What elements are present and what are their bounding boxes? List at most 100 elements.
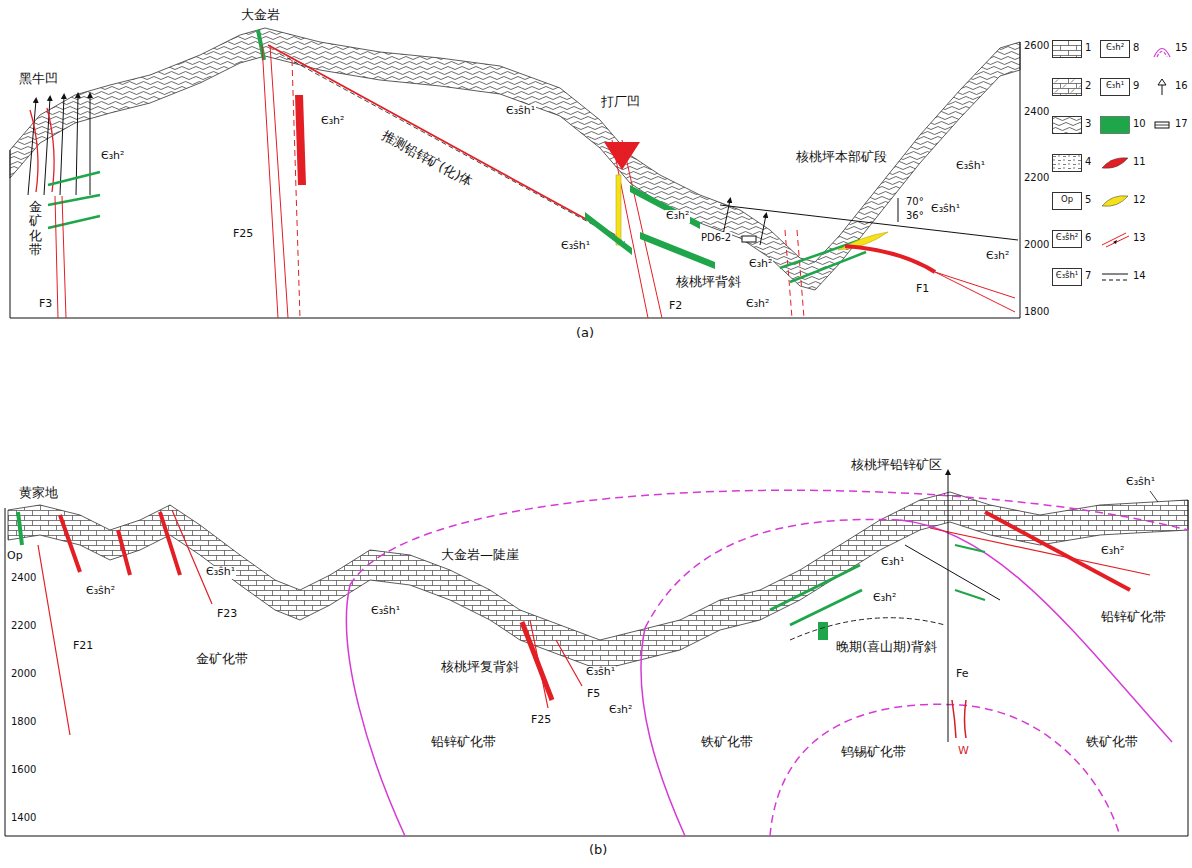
zone-boundary-inferred [645, 519, 900, 628]
formation-code: Є₃ŝh¹ [585, 666, 616, 679]
dip-angle: 36° [905, 210, 925, 222]
ore-body-note: 推测铅锌矿(化)体 [378, 128, 476, 191]
legend-item: 17 [1152, 116, 1188, 134]
legend-number: 9 [1133, 80, 1139, 92]
elevation-tick: 2000 [10, 668, 37, 680]
legend-sample [1157, 52, 1167, 58]
zone-boundary [641, 628, 685, 836]
legend-number: 14 [1133, 270, 1146, 282]
legend-number: 3 [1085, 118, 1091, 130]
adit-name: PD6-2 [700, 232, 732, 244]
lead-zinc-ore-body [522, 622, 552, 700]
legend-sample [1154, 49, 1170, 58]
fault-line-dashed [785, 230, 804, 318]
zone-boundary [346, 585, 405, 836]
formation-code: Є₃h² [745, 298, 770, 311]
zone-boundary [900, 520, 1172, 742]
lead-zinc-ore-body [295, 95, 306, 185]
fault-name: F3 [38, 298, 53, 311]
formation-code: Є₃h² [872, 592, 897, 605]
green-ore-body [585, 185, 715, 269]
legend-sample [1053, 155, 1082, 172]
fault-name: F1 [915, 283, 930, 296]
section-frame [10, 42, 1020, 318]
legend-number: 13 [1133, 232, 1146, 244]
zone-name: 铅锌矿化带 [1100, 610, 1167, 625]
fault-name: F2 [668, 300, 683, 313]
legend-number: 10 [1133, 118, 1146, 130]
formation-code: Є₃ŝh¹ [930, 203, 961, 216]
elevation-tick: 2000 [1023, 239, 1050, 251]
elevation-tick: 1600 [10, 764, 37, 776]
elevation-tick: 2200 [1023, 172, 1050, 184]
elevation-tick: 2200 [10, 620, 37, 632]
legend-sample [1053, 193, 1082, 210]
zone-name: 金矿化带 [28, 200, 43, 257]
formation-code: Є₃ŝh¹ [205, 566, 236, 579]
legend-swatch [1152, 116, 1172, 134]
dip-angle: 70° [905, 196, 925, 208]
legend-sample [1101, 41, 1130, 58]
fault-name: F23 [216, 608, 238, 621]
legend-code: Є₃ŝh¹ [1052, 271, 1082, 281]
strata-boundary [905, 545, 1000, 600]
formation-code: Є₃h² [1100, 545, 1125, 558]
fault-line [530, 620, 582, 708]
structure-name: 核桃坪复背斜 [440, 660, 520, 675]
legend-sample [1101, 117, 1130, 134]
surface-rock-band [8, 492, 1188, 670]
legend-sample [1053, 231, 1082, 248]
zone-name: 钨锡矿化带 [840, 745, 907, 760]
legend-number: 2 [1085, 80, 1091, 92]
formation-code: Є₃ŝh¹ [955, 160, 986, 173]
legend-number: 15 [1175, 42, 1188, 54]
formation-code: Є₃h² [665, 210, 690, 223]
legend-item: 13 [1100, 230, 1146, 248]
fault-line [935, 272, 1015, 312]
elevation-tick: 2600 [1023, 40, 1050, 52]
legend-sample [1158, 79, 1166, 85]
formation-code: Є₃ŝh² [85, 585, 116, 598]
formation-code: Є₃ŝh¹ [1125, 476, 1156, 489]
legend-number: 4 [1085, 156, 1091, 168]
formation-code: Є₃h² [320, 115, 345, 128]
formation-code: Op [6, 550, 24, 563]
lead-zinc-ore-body [985, 512, 1130, 590]
legend-sample [1053, 117, 1082, 134]
place-name: 大金岩—陡崖 [440, 548, 520, 563]
formation-code: Є₃ŝh¹ [370, 605, 401, 618]
inferred-ore-line-dashed [280, 54, 625, 242]
legend-swatch [1100, 116, 1130, 134]
formation-code: Є₃h² [100, 150, 125, 163]
element-symbol: W [957, 745, 970, 758]
surface-rock-band [10, 28, 1020, 290]
inferred-ore-line [268, 45, 615, 235]
legend-item: 10 [1100, 116, 1146, 134]
drill-arrow [948, 472, 949, 742]
legend-item: 11 [1100, 154, 1146, 172]
drill-arrows [28, 95, 766, 245]
fault-line [612, 140, 662, 318]
legend-code: Op [1052, 195, 1082, 205]
legend-item: 4 [1052, 154, 1098, 172]
zone-name: 铁矿化带 [1085, 735, 1139, 750]
yellow-ore-body [616, 175, 621, 245]
zone-name: 铅锌矿化带 [430, 735, 497, 750]
legend-swatch [1152, 40, 1172, 58]
legend-swatch [1052, 154, 1082, 172]
legend-number: 1 [1085, 42, 1091, 54]
legend-item: 5 [1052, 192, 1098, 210]
adit-symbol [742, 236, 756, 242]
place-name: 打厂凹 [600, 95, 641, 110]
legend-item: 1 [1052, 40, 1098, 58]
drill-arrow [90, 95, 91, 195]
zone-name: 铁矿化带 [700, 735, 754, 750]
place-name: 黑牛凹 [18, 72, 59, 87]
elevation-tick: 2400 [10, 572, 37, 584]
dip-mark [898, 198, 899, 222]
legend-sample [1155, 122, 1169, 128]
legend-number: 8 [1133, 42, 1139, 54]
late-anticline-axis [790, 618, 945, 640]
legend-swatch [1152, 78, 1172, 96]
